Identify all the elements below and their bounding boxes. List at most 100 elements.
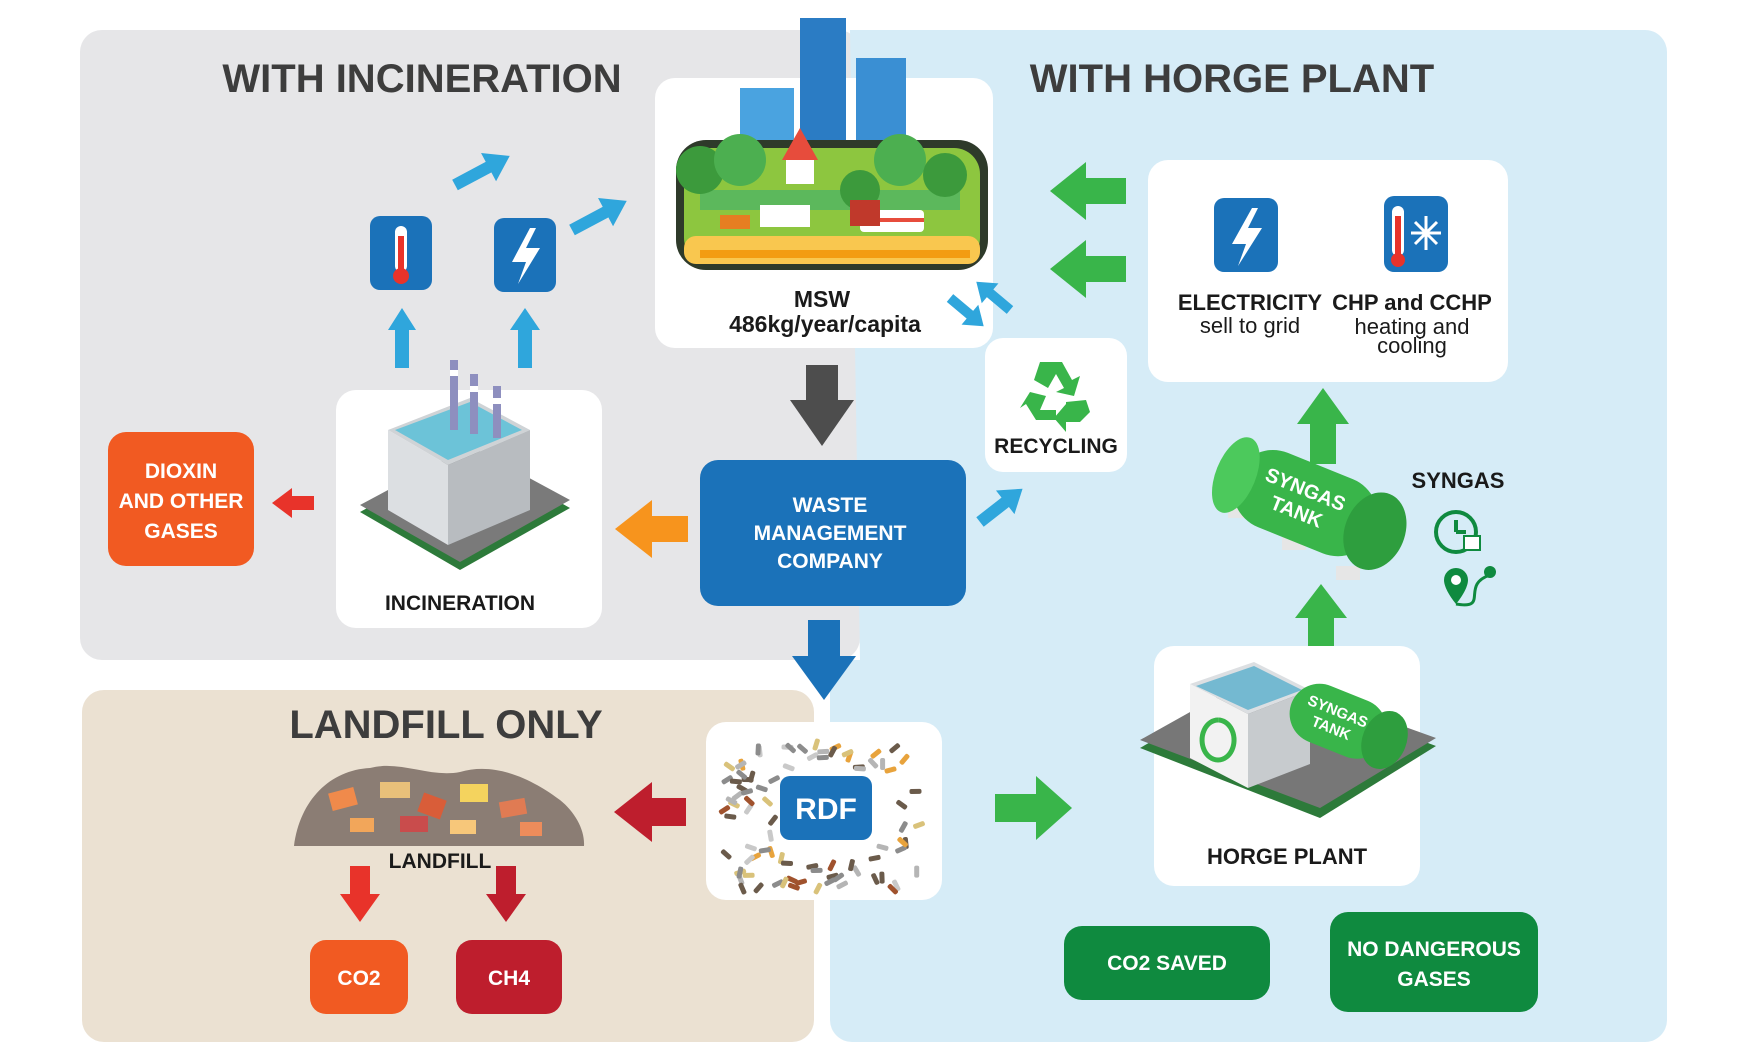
- incineration-label: INCINERATION: [385, 592, 535, 615]
- chp-label: CHP and CCHP: [1332, 290, 1492, 315]
- incineration-section-title: WITH INCINERATION: [222, 57, 621, 101]
- rdf-pellet: [736, 769, 748, 780]
- rdf-pellet: [787, 882, 800, 891]
- rdf-pellet: [887, 884, 898, 895]
- no-dangerous-line1: NO DANGEROUS: [1347, 938, 1521, 961]
- landfill-heap: [294, 765, 585, 846]
- landfill-section-bg: [82, 690, 814, 1042]
- rdf-pellet: [729, 778, 742, 785]
- co2-label: CO2: [337, 967, 380, 990]
- rdf-pellet: [848, 859, 855, 872]
- ch4-box: [456, 940, 562, 1014]
- co2-box: [310, 940, 408, 1014]
- rdf-pellet: [828, 745, 837, 758]
- dioxin-line3: GASES: [144, 520, 218, 543]
- waste-company-line3: COMPANY: [777, 550, 883, 573]
- incinerator-building: [360, 360, 570, 570]
- waste-company-box: [700, 460, 966, 606]
- dioxin-box: [108, 432, 254, 566]
- horge-section-title: WITH HORGE PLANT: [1030, 57, 1434, 101]
- snowflake-thermometer-icon: [1384, 196, 1448, 272]
- energy-card: [1148, 160, 1508, 382]
- rdf-pellet: [768, 814, 778, 826]
- rdf-pellet: [771, 879, 784, 888]
- arrow-landfill-to-ch4: [486, 866, 526, 922]
- rdf-pellet: [721, 775, 733, 785]
- rdf-pellet: [870, 748, 882, 759]
- arrow-rdf-to-horge: [995, 776, 1072, 840]
- rdf-pellet: [780, 860, 794, 866]
- msw-sublabel: 486kg/year/capita: [729, 311, 921, 337]
- syngas-tank: SYNGAS TANK: [1211, 437, 1407, 580]
- rdf-pellet: [868, 854, 881, 862]
- electricity-lightning-icon: [1214, 198, 1278, 272]
- rdf-pellet: [813, 882, 823, 895]
- rdf-pellet: [810, 867, 823, 873]
- rdf-pellet: [899, 753, 910, 765]
- rdf-pellet: [898, 821, 908, 833]
- clock-icon: [1434, 510, 1481, 554]
- no-dangerous-line2: GASES: [1397, 968, 1471, 991]
- arrow-horge-to-syngas: [1295, 584, 1347, 648]
- rdf-pellet: [758, 847, 771, 854]
- rdf-label: RDF: [795, 793, 857, 826]
- rdf-pellet: [768, 775, 780, 784]
- rdf-pellets: [718, 738, 925, 895]
- dioxin-line2: AND OTHER: [119, 490, 244, 513]
- arrow-msw-to-recycling: [946, 294, 984, 327]
- rdf-pellet: [725, 796, 738, 806]
- recycling-label: RECYCLING: [994, 435, 1118, 458]
- arrow-company-to-recycling: [976, 488, 1023, 527]
- rdf-pellet: [871, 873, 880, 885]
- arrow-energy-to-city-2: [1050, 240, 1126, 298]
- rdf-pellet: [806, 752, 819, 761]
- rdf-pellet: [723, 761, 735, 772]
- arrow-heat-to-city: [452, 153, 510, 191]
- rdf-pellet: [824, 877, 836, 886]
- rdf-pellet: [895, 845, 907, 854]
- rdf-pellet: [742, 872, 755, 878]
- syngas-label: SYNGAS: [1412, 468, 1505, 493]
- rdf-pellet: [741, 788, 753, 796]
- electricity-sub: sell to grid: [1200, 313, 1300, 338]
- lightning-icon: [494, 218, 556, 292]
- rdf-pellet: [724, 813, 737, 820]
- dioxin-line1: DIOXIN: [145, 460, 217, 483]
- rdf-pellet: [782, 763, 795, 772]
- rdf-pellet: [876, 843, 889, 851]
- rdf-pellet: [891, 879, 901, 892]
- rdf-pellet: [720, 849, 732, 860]
- rdf-pellet: [836, 880, 848, 890]
- arrow-syngas-to-energy: [1297, 388, 1349, 464]
- arrow-msw-to-company: [790, 365, 854, 446]
- rdf-pellet: [816, 754, 829, 761]
- rdf-pellet: [736, 866, 744, 879]
- recycling-card: [985, 338, 1127, 472]
- rdf-pellet: [731, 791, 743, 801]
- rdf-pellet: [797, 743, 808, 754]
- chp-sub1: heating and: [1355, 314, 1470, 339]
- arrow-energy-to-city-1: [1050, 162, 1126, 220]
- city-illustration: [676, 18, 988, 270]
- arrow-incinerator-to-dioxin: [272, 488, 314, 518]
- arrow-landfill-to-co2: [340, 866, 380, 922]
- rdf-pellet: [718, 805, 731, 815]
- rdf-pellet: [744, 854, 755, 865]
- rdf-pellet: [744, 803, 754, 815]
- rdf-pellet: [785, 742, 796, 754]
- rdf-pellet: [795, 878, 807, 886]
- rdf-pellet: [868, 757, 879, 769]
- waste-company-line2: MANAGEMENT: [754, 522, 907, 545]
- rdf-pellet: [812, 738, 820, 751]
- ch4-label: CH4: [488, 967, 530, 990]
- waste-company-line1: WASTE: [793, 494, 868, 517]
- rdf-pellet: [748, 770, 756, 783]
- rdf-pellet: [735, 760, 747, 770]
- rdf-pellet: [827, 859, 837, 872]
- arrow-incinerator-to-heat: [388, 308, 416, 368]
- rdf-pellet: [753, 882, 764, 894]
- rdf-pellet: [841, 749, 854, 758]
- rdf-pellet: [738, 882, 747, 895]
- rdf-pellet: [897, 837, 908, 848]
